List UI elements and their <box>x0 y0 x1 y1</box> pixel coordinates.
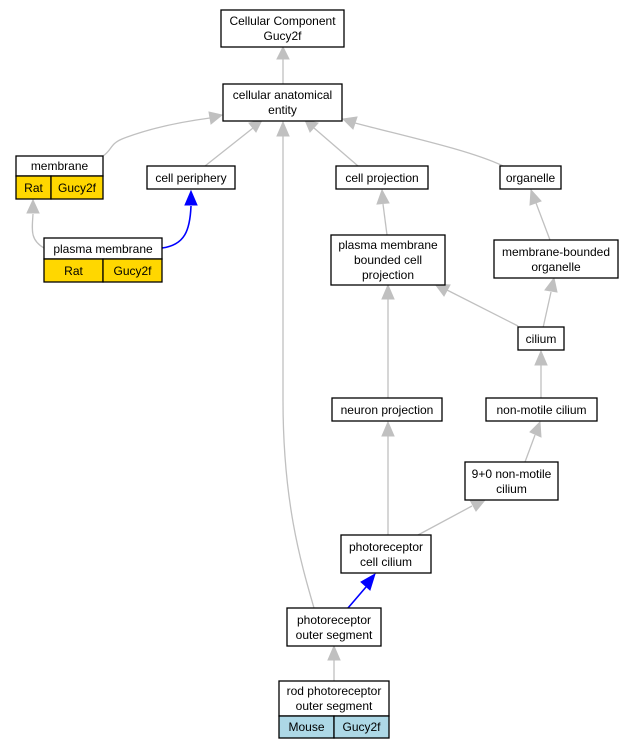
node-rod-photoreceptor-outer-segment[interactable]: rod photoreceptor outer segment Mouse Gu… <box>278 680 390 739</box>
node-label-line: bounded cell <box>354 253 422 267</box>
arrowhead <box>360 572 376 591</box>
edge-cell-projection-to-entity <box>313 127 359 167</box>
node-label-line: rod photoreceptor <box>287 684 382 698</box>
node-label-line: membrane-bounded <box>502 245 610 259</box>
arrowhead <box>529 420 542 438</box>
nodes: Cellular Component Gucy2f cellular anato… <box>15 9 619 739</box>
node-label-line: photoreceptor <box>297 613 371 627</box>
node-photoreceptor-outer-segment[interactable]: photoreceptor outer segment <box>286 607 382 647</box>
edge-mbo-to-organelle <box>535 202 551 241</box>
arrowhead <box>276 45 290 60</box>
node-membrane[interactable]: membrane Rat Gucy2f <box>15 155 104 200</box>
node-cell-periphery[interactable]: cell periphery <box>146 165 236 190</box>
node-label-line: outer segment <box>296 628 373 642</box>
annotation-gene-cell <box>50 175 104 200</box>
annotation-organism: Mouse <box>288 720 324 734</box>
edge-plasma-membrane-part-of-cell-periphery <box>161 205 192 249</box>
node-photoreceptor-cell-cilium[interactable]: photoreceptor cell cilium <box>340 534 432 574</box>
node-label-line: neuron projection <box>341 403 434 417</box>
arrowhead <box>276 120 290 137</box>
arrowhead <box>529 188 542 206</box>
node-organelle[interactable]: organelle <box>499 165 562 190</box>
node-label-line: cilium <box>526 332 557 346</box>
node-cell-projection[interactable]: cell projection <box>335 165 429 190</box>
node-label-line: organelle <box>506 171 556 185</box>
node-label-line: entity <box>268 103 297 117</box>
edges <box>26 45 558 681</box>
annotation-gene: Gucy2f <box>58 181 97 195</box>
node-label-line: cilium <box>496 482 527 496</box>
annotation-gene-cell <box>333 715 390 739</box>
edge-cell-periphery-to-entity <box>204 127 254 167</box>
node-9-0-non-motile-cilium[interactable]: 9+0 non-motile cilium <box>464 461 559 501</box>
edge-organelle-to-entity <box>354 122 504 167</box>
node-label-line: 9+0 non-motile <box>472 467 552 481</box>
node-label-line: cell cilium <box>360 555 412 569</box>
edge-plasma-membrane-to-membrane <box>31 213 45 249</box>
annotation-gene: Gucy2f <box>342 720 381 734</box>
edge-outer-segment-to-entity <box>282 136 315 609</box>
annotation-organism: Rat <box>24 181 43 195</box>
node-label-line: photoreceptor <box>349 540 423 554</box>
edge-cilium-to-mbo <box>542 291 552 329</box>
arrowhead <box>26 198 40 214</box>
arrowhead <box>381 283 395 300</box>
edge-membrane-to-entity <box>102 117 211 157</box>
node-non-motile-cilium[interactable]: non-motile cilium <box>485 397 598 422</box>
node-neuron-projection[interactable]: neuron projection <box>331 397 443 422</box>
node-label-line: projection <box>362 268 414 282</box>
edge-outer-segment-part-of-pcc <box>347 586 367 609</box>
node-membrane-bounded-organelle[interactable]: membrane-bounded organelle <box>493 239 619 279</box>
node-label-line: cellular anatomical <box>233 88 332 102</box>
annotation-gene-cell <box>102 258 163 283</box>
node-plasma-membrane-bounded-cell-projection[interactable]: plasma membrane bounded cell projection <box>330 234 446 286</box>
node-cellular-anatomical-entity[interactable]: cellular anatomical entity <box>222 83 343 122</box>
arrowhead <box>381 420 395 437</box>
node-label-line: non-motile cilium <box>496 403 586 417</box>
node-label-line: membrane <box>31 159 89 173</box>
arrowhead <box>208 111 224 125</box>
node-root[interactable]: Cellular Component Gucy2f <box>220 9 345 48</box>
node-label-line: cell projection <box>345 171 418 185</box>
arrowhead <box>544 276 558 293</box>
arrowhead <box>534 349 548 366</box>
arrowhead <box>376 188 390 205</box>
arrowhead <box>184 189 198 206</box>
arrowhead <box>433 283 451 297</box>
node-label-line: Gucy2f <box>263 29 302 43</box>
node-plasma-membrane[interactable]: plasma membrane Rat Gucy2f <box>43 237 163 283</box>
edge-nine-zero-to-non-motile <box>524 434 536 463</box>
node-label-line: plasma membrane <box>338 238 438 252</box>
node-label-line: outer segment <box>296 699 373 713</box>
node-label-line: plasma membrane <box>53 242 153 256</box>
node-label-line: Cellular Component <box>229 14 336 28</box>
edge-cilium-to-pm-bounded <box>446 289 519 327</box>
annotation-organism: Rat <box>64 264 83 278</box>
edge-pcc-to-nine-zero <box>417 505 473 536</box>
arrowhead <box>327 644 341 661</box>
node-label-line: cell periphery <box>155 171 226 185</box>
annotation-gene: Gucy2f <box>113 264 152 278</box>
edge-pm-bounded-to-cell-projection <box>382 203 388 236</box>
node-cilium[interactable]: cilium <box>517 326 565 351</box>
arrowhead <box>341 116 358 130</box>
node-label-line: organelle <box>531 260 581 274</box>
arrowhead <box>469 499 487 512</box>
